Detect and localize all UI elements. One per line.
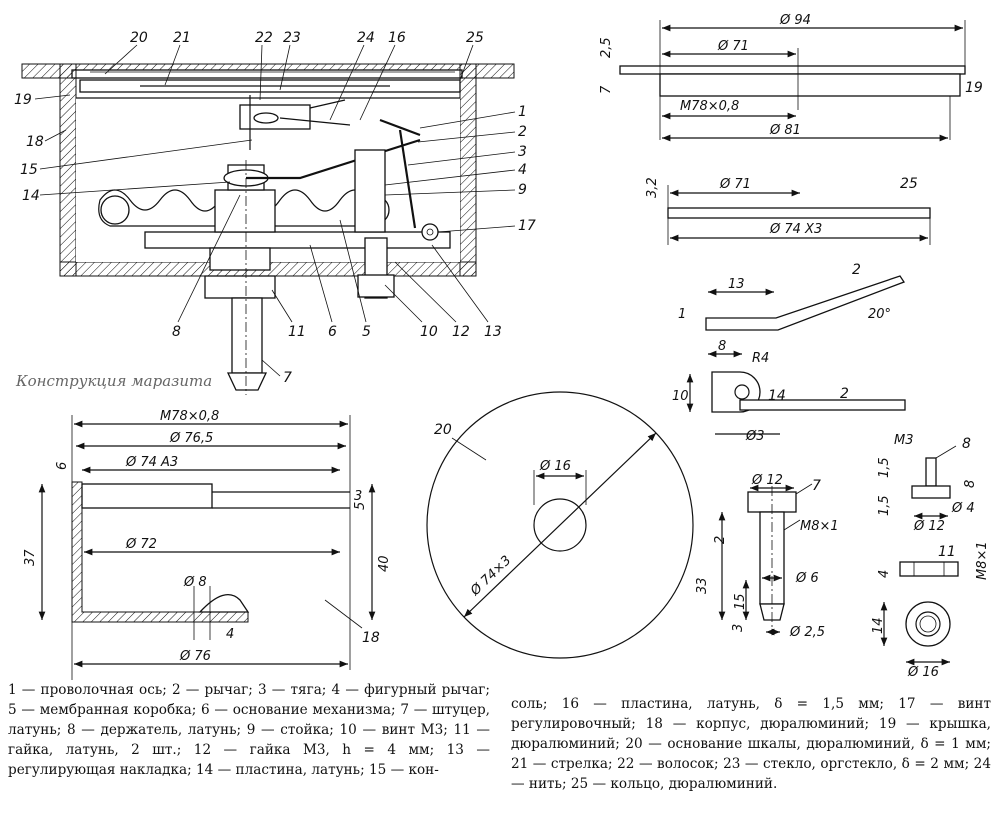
dim-1: 1 — [678, 307, 686, 322]
lid-detail: Ø 94 2,5 Ø 71 7 M78×0,8 Ø 81 19 — [599, 13, 983, 142]
callout-11: 11 — [288, 324, 306, 340]
callout-16: 16 — [388, 30, 406, 46]
dim-7: 7 — [599, 85, 614, 94]
body-detail: M78×0,8 Ø 76,5 Ø 74 A3 6 Ø 72 37 5 3 40 … — [23, 409, 392, 680]
dim-holder-8: 8 — [963, 480, 978, 488]
callout-lid-19: 19 — [965, 80, 983, 96]
dim-33: 33 — [695, 577, 710, 594]
dim-holder-d12: Ø 12 — [913, 519, 945, 534]
dim-3-fit: 3 — [731, 624, 746, 632]
callout-dial-20: 20 — [434, 422, 452, 438]
callout-3: 3 — [518, 144, 527, 160]
dim-d81: Ø 81 — [769, 123, 801, 138]
callout-20: 20 — [130, 30, 148, 46]
callout-15: 15 — [20, 162, 38, 178]
dim-m78: M78×0,8 — [680, 99, 739, 114]
dim-8: 8 — [718, 339, 726, 354]
technical-drawing: 20 21 22 23 24 16 25 19 18 15 14 8 1 — [14, 13, 990, 680]
callout-22: 22 — [255, 30, 273, 46]
dim-holder-m3: M3 — [894, 433, 914, 448]
assembly-view: 20 21 22 23 24 16 25 19 18 15 14 8 1 — [14, 30, 536, 395]
dim-m8x1: M8×1 — [800, 519, 839, 534]
caption-right: соль; 16 — пластина, латунь, δ = 1,5 мм;… — [511, 696, 991, 792]
dim-holder-d4: Ø 4 — [951, 501, 975, 516]
dim-d6: Ø 6 — [795, 571, 819, 586]
ring-detail: Ø 71 3,2 Ø 74 X3 25 — [645, 176, 931, 245]
dim-nut-d16: Ø 16 — [907, 665, 939, 680]
dim-10: 10 — [672, 389, 689, 404]
dim-d76: Ø 76 — [179, 649, 211, 664]
dial-detail: Ø 16 Ø 74×3 20 — [426, 391, 694, 659]
dim-40: 40 — [377, 555, 392, 572]
callout-12: 12 — [452, 324, 470, 340]
callout-24: 24 — [357, 30, 375, 46]
dim-15: 15 — [733, 593, 748, 610]
callout-6: 6 — [328, 324, 337, 340]
callout-10: 10 — [420, 324, 438, 340]
callout-fitting-7: 7 — [812, 478, 821, 494]
dim-body-m78: M78×0,8 — [160, 409, 219, 424]
callout-lever-2a: 2 — [852, 262, 861, 278]
dim-37: 37 — [23, 549, 38, 566]
dim-nut-14: 14 — [871, 617, 886, 634]
dim-d76-5: Ø 76,5 — [169, 431, 213, 446]
watermark: Конструкция маразита — [15, 372, 212, 390]
callout-7: 7 — [283, 370, 292, 386]
callout-8: 8 — [172, 324, 181, 340]
fitting-detail: Ø 12 M8×1 2 33 Ø 6 15 3 Ø 2,5 7 — [695, 473, 839, 640]
callout-lever-14: 14 — [768, 388, 786, 404]
dim-3-2: 3,2 — [645, 177, 660, 198]
dim-20deg: 20° — [868, 307, 891, 322]
dim-d12: Ø 12 — [751, 473, 783, 488]
dim-13: 13 — [728, 277, 745, 292]
callout-14: 14 — [22, 188, 40, 204]
dim-5: 5 — [353, 502, 368, 510]
assembly-callouts: 20 21 22 23 24 16 25 19 18 15 14 8 1 — [14, 30, 536, 386]
dim-6: 6 — [55, 462, 70, 470]
dim-holder-1-5a: 1,5 — [877, 457, 892, 478]
dim-holder-1-5b: 1,5 — [877, 495, 892, 516]
lever-detail: 13 20° 1 8 R4 10 Ø3 2 14 2 — [672, 262, 906, 444]
dim-d2-5: Ø 2,5 — [789, 625, 825, 640]
nut-detail: 4 M8×1 14 Ø 16 11 — [871, 541, 990, 680]
caption-left: 1 — проволочная ось; 2 — рычаг; 3 — тяга… — [8, 682, 490, 778]
callout-ring-25: 25 — [900, 176, 918, 192]
callout-23: 23 — [283, 30, 301, 46]
dim-d94: Ø 94 — [779, 13, 811, 28]
dim-nut-m8x1: M8×1 — [975, 541, 990, 580]
dim-d16: Ø 16 — [539, 459, 571, 474]
dim-d72: Ø 72 — [125, 537, 157, 552]
callout-4: 4 — [518, 162, 527, 178]
dim-d71: Ø 71 — [717, 39, 749, 54]
callout-holder-8: 8 — [962, 436, 971, 452]
dim-3: 3 — [354, 489, 362, 504]
callout-18: 18 — [26, 134, 44, 150]
dim-ring-d74: Ø 74 X3 — [769, 222, 822, 237]
callout-nut-11: 11 — [938, 544, 956, 560]
dim-ring-d71: Ø 71 — [719, 177, 751, 192]
callout-19: 19 — [14, 92, 32, 108]
callout-21: 21 — [173, 30, 191, 46]
holder-detail: M3 1,5 8 1,5 Ø 12 Ø 4 8 — [877, 433, 978, 534]
callout-5: 5 — [362, 324, 371, 340]
callout-25: 25 — [466, 30, 484, 46]
callout-lever-2b: 2 — [840, 386, 849, 402]
dim-4: 4 — [226, 627, 234, 642]
callout-17: 17 — [518, 218, 536, 234]
callout-9: 9 — [518, 182, 527, 198]
callout-13: 13 — [484, 324, 502, 340]
callout-body-18: 18 — [362, 630, 380, 646]
dim-d3: Ø3 — [745, 429, 765, 444]
dim-d8: Ø 8 — [183, 575, 207, 590]
callout-1: 1 — [518, 104, 527, 120]
callout-2: 2 — [518, 124, 527, 140]
dim-r4: R4 — [752, 351, 769, 366]
dim-2-5: 2,5 — [599, 37, 614, 58]
dim-2: 2 — [713, 536, 728, 544]
dim-d74a3: Ø 74 A3 — [125, 455, 178, 470]
dim-nut-4: 4 — [877, 570, 892, 578]
